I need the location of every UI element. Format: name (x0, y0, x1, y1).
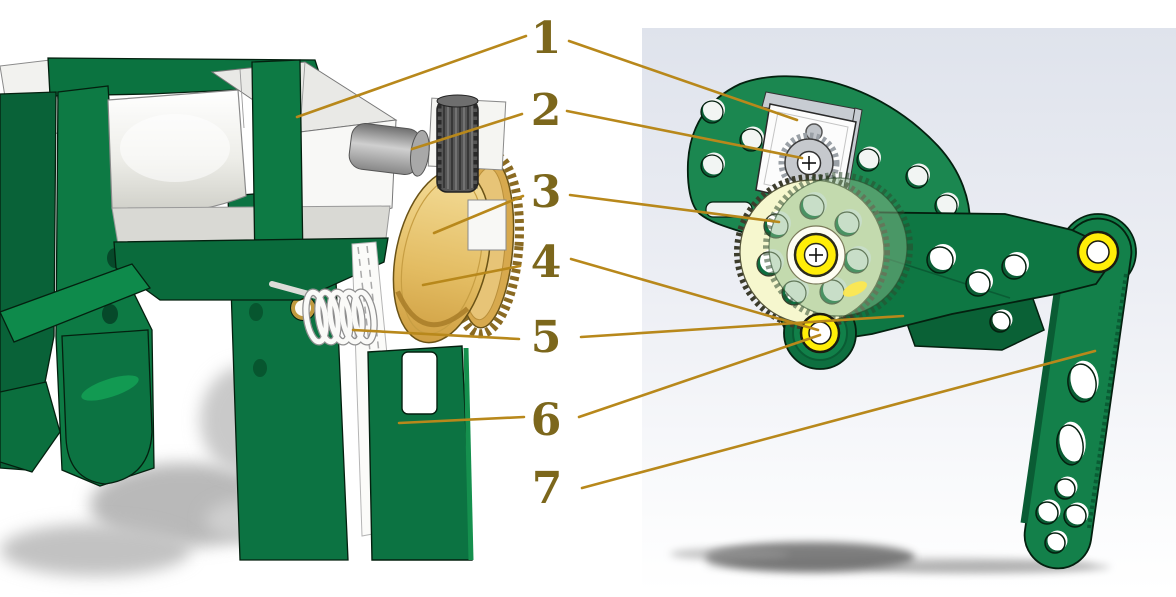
callout-label-7: 7 (531, 463, 563, 514)
leader-line-2-right (565, 109, 804, 160)
callout-label-6: 6 (530, 395, 562, 446)
cam-disc (392, 168, 492, 344)
motor-pinion-gear (436, 94, 479, 193)
link-ring (1076, 230, 1120, 274)
frame-legs (0, 263, 153, 485)
leg-slot-highlight (81, 375, 139, 401)
yellow-sliver (842, 281, 868, 297)
leader-line-6-right (577, 333, 822, 419)
link-holes (1035, 360, 1099, 554)
leader-line-1-right (567, 39, 799, 122)
callout-label-4: 4 (530, 237, 562, 288)
leader-lines (295, 34, 1097, 490)
callout-label-2: 2 (530, 85, 562, 136)
shaft-coupling (348, 123, 430, 177)
callout-label-3: 3 (530, 167, 562, 218)
ground-shadow (670, 542, 1110, 573)
leader-line-5-right (579, 314, 905, 339)
bearing-block-lower (467, 199, 507, 251)
leader-line-3-left (432, 194, 525, 235)
right-cad-view (642, 28, 1176, 592)
leader-line-3-right (568, 193, 781, 224)
callout-label-1: 1 (530, 13, 562, 64)
leader-line-2-left (410, 112, 524, 151)
leader-line-4-right (569, 257, 820, 332)
torsion-spring (269, 281, 378, 346)
leader-line-4-left (421, 264, 522, 287)
boss-ring (799, 312, 841, 354)
leader-line-5-left (351, 328, 521, 341)
slotted-plate (367, 345, 474, 561)
frame-post (251, 59, 304, 271)
left-cad-view (0, 57, 525, 576)
frame-lower (113, 237, 389, 301)
leader-line-7-right (580, 349, 1097, 490)
callout-label-5: 5 (530, 312, 562, 363)
leader-line-6-left (397, 415, 526, 425)
gear-hub (786, 225, 846, 285)
leader-line-1-left (295, 34, 528, 119)
frame-hole (102, 304, 118, 324)
arm-holes (926, 244, 1029, 333)
